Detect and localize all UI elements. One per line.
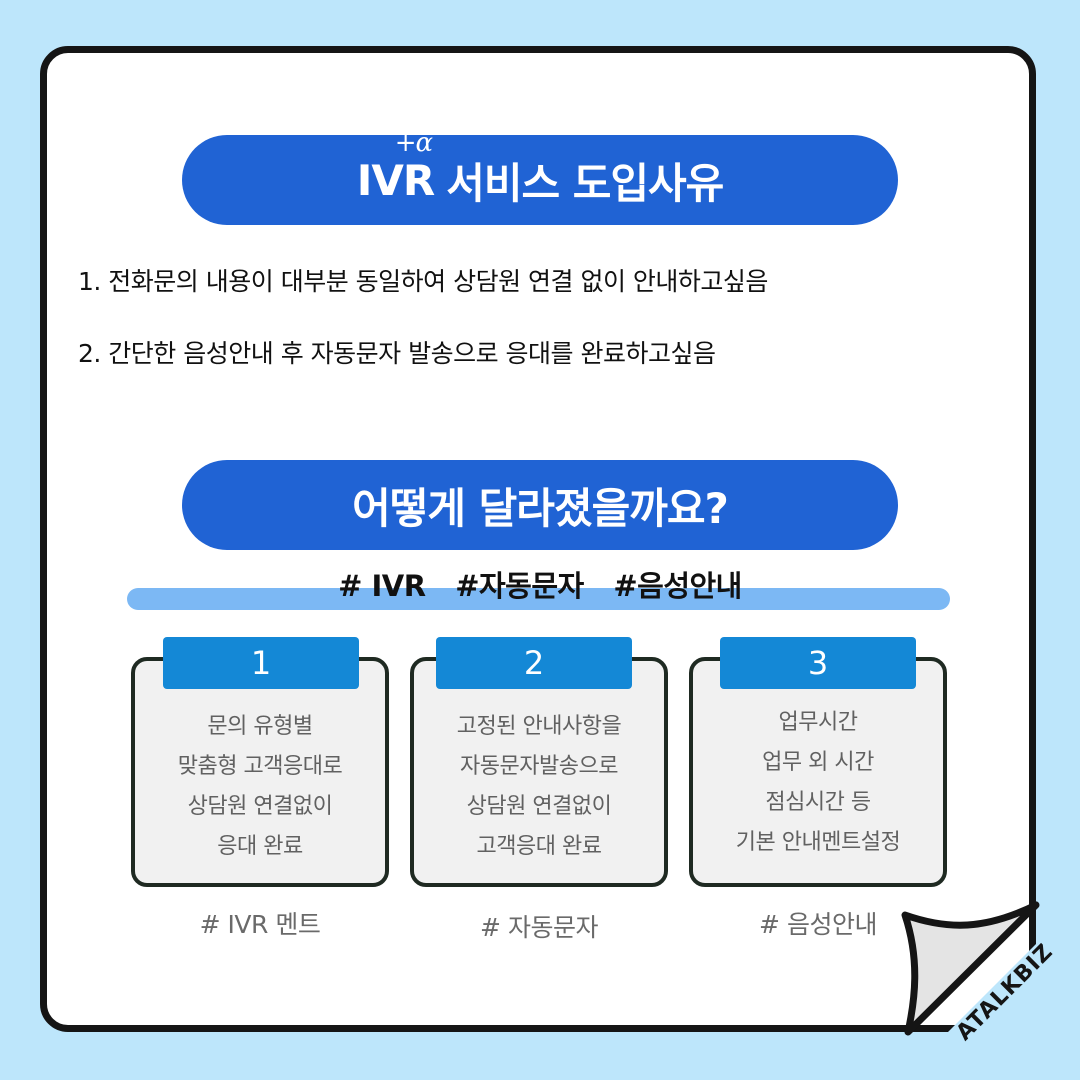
feature-line: 상담원 연결없이 — [466, 794, 612, 819]
hashtag-row: # IVR #자동문자 #음성안내 — [0, 563, 1080, 605]
hashtag-highlight-bar — [127, 588, 950, 610]
feature-line: 점심시간 등 — [765, 790, 871, 815]
header-reasons-pill: IVR +α 서비스 도입사유 — [182, 128, 898, 225]
feature-line: 고정된 안내사항을 — [456, 714, 622, 739]
feature-line: 업무 외 시간 — [762, 750, 874, 775]
reason-item-2: 2. 간단한 음성안내 후 자동문자 발송으로 응대를 완료하고싶음 — [78, 339, 716, 368]
header-ivr: IVR +α — [356, 128, 435, 205]
feature-tag-1: # IVR 멘트 — [199, 910, 321, 939]
header-ivr-text: IVR — [356, 155, 435, 205]
feature-number-tab-2: 2 — [436, 637, 632, 689]
reason-item-1: 1. 전화문의 내용이 대부분 동일하여 상담원 연결 없이 안내하고싶음 — [78, 267, 768, 296]
hashtag-auto-sms: #자동문자 — [455, 569, 584, 603]
feature-line: 고객응대 완료 — [476, 834, 602, 859]
feature-number-tab-1: 1 — [163, 637, 359, 689]
hashtag-voice-guide: #음성안내 — [613, 569, 742, 603]
feature-card-3: 업무시간 업무 외 시간 점심시간 등 기본 안내멘트설정 — [689, 657, 947, 887]
feature-card-2: 고정된 안내사항을 자동문자발송으로 상담원 연결없이 고객응대 완료 — [410, 657, 668, 887]
feature-line: 자동문자발송으로 — [460, 754, 618, 779]
hashtag-ivr: # IVR — [338, 569, 426, 603]
feature-line: 응대 완료 — [217, 834, 303, 859]
feature-line: 기본 안내멘트설정 — [735, 830, 901, 855]
feature-line: 문의 유형별 — [207, 714, 313, 739]
feature-line: 상담원 연결없이 — [187, 794, 333, 819]
header-changes-title: 어떻게 달라졌을까요? — [352, 483, 729, 533]
alpha-superscript: +α — [394, 127, 433, 158]
feature-tag-3: # 음성안내 — [759, 910, 877, 939]
feature-line: 맞춤형 고객응대로 — [177, 754, 343, 779]
feature-number-tab-3: 3 — [720, 637, 916, 689]
feature-card-1: 문의 유형별 맞춤형 고객응대로 상담원 연결없이 응대 완료 — [131, 657, 389, 887]
header-reasons-title: 서비스 도입사유 — [446, 158, 724, 208]
feature-card-2-text: 고정된 안내사항을 자동문자발송으로 상담원 연결없이 고객응대 완료 — [414, 707, 664, 867]
feature-card-3-text: 업무시간 업무 외 시간 점심시간 등 기본 안내멘트설정 — [693, 703, 943, 863]
header-changes-pill: 어떻게 달라졌을까요? — [182, 460, 898, 550]
feature-tag-2: # 자동문자 — [480, 913, 598, 942]
feature-card-1-text: 문의 유형별 맞춤형 고객응대로 상담원 연결없이 응대 완료 — [135, 707, 385, 867]
feature-line: 업무시간 — [778, 710, 858, 735]
